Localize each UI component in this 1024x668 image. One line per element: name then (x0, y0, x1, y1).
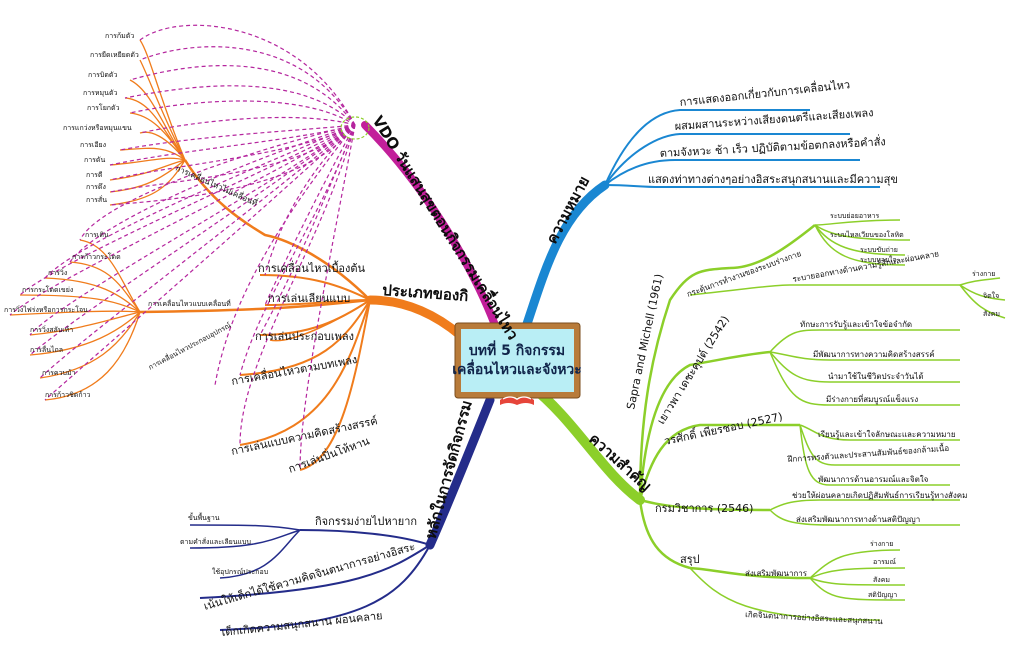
summary-sub2: เกิดจินตนาการอย่างอิสระและสนุกสนาน (745, 610, 884, 626)
still-item-6: การแกว่งหรือหมุนแขน (63, 124, 132, 132)
principles-sub1-item-1: ขั้นพื้นฐาน (188, 511, 220, 522)
center-board: บทที่ 5 กิจกรรม เคลื่อนไหวและจังหวะ (452, 322, 582, 405)
sapra-sub1-item-4: ระบบหายใจ (860, 255, 897, 264)
summary-sub1-item-1: ร่างกาย (870, 540, 893, 548)
sapra-sub2-item-1: ร่างกาย (972, 270, 995, 278)
sapra-sub1-item-2: ระบบไหลเวียนของโลหิต (830, 230, 904, 239)
moving-item-7: การลื่นไถล (30, 345, 63, 354)
moving-item-8: การควบม้า (42, 369, 76, 377)
principles-sub1: กิจกรรมง่ายไปหายาก (315, 515, 417, 528)
summary-sub1: ส่งเสริมพัฒนาการ (745, 569, 808, 578)
worasak-item-3: พัฒนาการด้านอารมณ์และจิตใจ (818, 474, 929, 484)
still-item-5: การโยกตัว (87, 103, 120, 112)
still-item-7: การเอียง (80, 141, 106, 149)
meaning-sublines (604, 109, 880, 188)
worasak-item-1: เรียนรู้และเข้าใจลักษณะและความหมาย (818, 430, 956, 440)
importance-sublines (638, 219, 1006, 621)
sapra-sub2: ระบายออกทางด้านความรู้สึกและผ่อนคลาย (792, 249, 940, 285)
types-sublines (139, 159, 371, 471)
vdo-anchor-circle (340, 116, 370, 140)
types-other-3: การเคลื่อนไหวตามบทเพลง (230, 351, 358, 388)
worasak-item-2: ฝึกการทรงตัวและประสานสัมพันธ์ของกล้ามเนื… (786, 442, 949, 464)
still-item-10: การดึง (86, 182, 106, 191)
still-item-8: การดัน (84, 156, 105, 164)
chaowapha-item-4: มีร่างกายที่สมบูรณ์แข็งแรง (826, 393, 918, 405)
summary-sub1-item-4: สติปัญญา (868, 591, 897, 599)
still-item-9: การตี (86, 171, 103, 179)
importance-worasak: วรศักดิ์ เพียรชอบ (2527) (663, 408, 784, 448)
sapra-sub2-item-2: จิตใจ (983, 291, 999, 300)
summary-sub1-item-2: อารมณ์ (873, 558, 897, 566)
center-title-line2: เคลื่อนไหวและจังหวะ (452, 359, 582, 378)
moving-item-9: การก้าวชิดก้าว (45, 391, 90, 399)
branch-principles (425, 395, 495, 550)
meaning-item-1: การแสดงออกเกี่ยวกับการเคลื่อนไหว (679, 76, 851, 109)
sapra-sub1: กระตุ้นการทำงานของระบบร่างกาย (686, 249, 803, 299)
moving-item-2: การก้าวกระโดด (72, 252, 121, 261)
types-basic: การเคลื่อนไหวเบื้องต้น (258, 260, 366, 275)
types-other-2: การเล่นประกอบเพลง (255, 330, 354, 343)
label-meaning: ความหมาย (543, 173, 594, 247)
chaowapha-item-3: นำมาใช้ในชีวิตประจำวันได้ (828, 372, 924, 381)
moving-item-4: การกระโดดเขย่ง (22, 285, 73, 294)
still-item-2: การยืดเหยียดตัว (90, 51, 139, 59)
book-icon (500, 396, 534, 405)
meaning-item-3: ตามจังหวะ ช้า เร็ว ปฏิบัติตามข้อตกลงหรือ… (659, 133, 886, 160)
still-items-fan (109, 39, 186, 206)
branch-vdo (361, 121, 499, 329)
chaowapha-item-1: ทักษะการรับรู้และเข้าใจข้อจำกัด (800, 320, 912, 330)
moving-item-1: การเดิน (85, 231, 109, 239)
branch-types (365, 295, 465, 340)
importance-sapra: Sapra and Michell (1961) (624, 273, 665, 411)
center-title-line1: บทที่ 5 กิจกรรม (469, 340, 565, 359)
vdo-relationship-links (9, 24, 356, 471)
academic-item-1: ช่วยให้ผ่อนคลายเกิดปฏิสัมพันธ์การเรียนรู… (792, 490, 967, 501)
types-other-1: การเล่นเลียนแบบ (268, 292, 350, 305)
sapra-sub1-item-1: ระบบย่อยอาหาร (830, 212, 879, 220)
sapra-sub1-item-3: ระบบขับถ่าย (860, 246, 898, 254)
importance-summary: สรุป (680, 553, 700, 566)
principles-item-2: เด็กเกิดความสนุกสนาน ผ่อนคลาย (221, 608, 383, 639)
academic-item-2: ส่งเสริมพัฒนาการทางด้านสติปัญญา (796, 515, 920, 524)
branch-meaning (520, 180, 610, 335)
moving-items-fan (9, 239, 141, 401)
label-types: ประเภทของกิ (382, 281, 469, 305)
still-item-3: การบิดตัว (88, 71, 117, 79)
sapra-sub2-item-3: สังคม (983, 310, 1000, 318)
types-moving: การเคลื่อนไหวแบบเคลื่อนที่ (148, 299, 231, 308)
meaning-item-4: แสดงท่าทางต่างๆอย่างอิสระสนุกสนานและมีคว… (648, 173, 898, 186)
chaowapha-item-2: มีพัฒนาการทางความคิดสร้างสรรค์ (813, 349, 935, 359)
moving-item-5: การวิ่งไฟร่งหรือการกระโจน (4, 305, 88, 314)
principles-sub1-item-2: ตามคำสั่งและเลียนแบบ (180, 537, 251, 546)
label-principles: หลักในการจัดกิจกรรม (421, 398, 475, 541)
moving-item-6: การวิ่งสลับเท้า (30, 325, 73, 334)
importance-academic: กรมวิชาการ (2546) (655, 502, 753, 515)
still-item-1: การก้มตัว (105, 32, 134, 40)
summary-sub1-item-3: สังคม (873, 576, 890, 584)
still-item-11: การสั่น (86, 195, 107, 204)
moving-item-3: การวิ่ง (48, 268, 67, 277)
label-vdo: VDO วันแสนสุขตอนกิจกรรมเคลื่อนไหว (368, 112, 524, 344)
principles-sublines (189, 524, 431, 631)
importance-chaowapha: เยาวพา เดชะคุปต์ (2542) (655, 313, 732, 426)
principles-sub1-item-3: ใช้อุปกรณ์ประกอบ (212, 567, 268, 576)
still-item-4: การหมุนตัว (83, 89, 117, 97)
